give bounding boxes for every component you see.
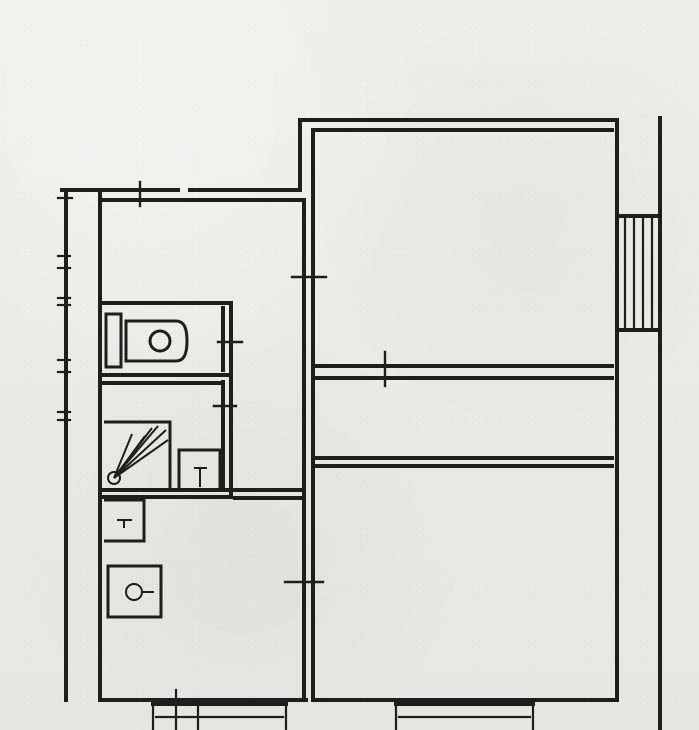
left-window-marks <box>56 196 74 422</box>
stove-icon <box>106 564 163 619</box>
interior-walls <box>102 128 614 702</box>
outer-walls <box>60 116 662 730</box>
shower-icon <box>104 420 172 492</box>
door-marks <box>138 180 387 584</box>
bottom-window-right <box>394 702 535 730</box>
kitchen-sink-icon <box>104 498 146 543</box>
toilet-icon <box>104 312 189 369</box>
bottom-window-left <box>151 688 288 730</box>
right-window-unit <box>615 214 658 332</box>
sink-icon <box>177 448 222 492</box>
